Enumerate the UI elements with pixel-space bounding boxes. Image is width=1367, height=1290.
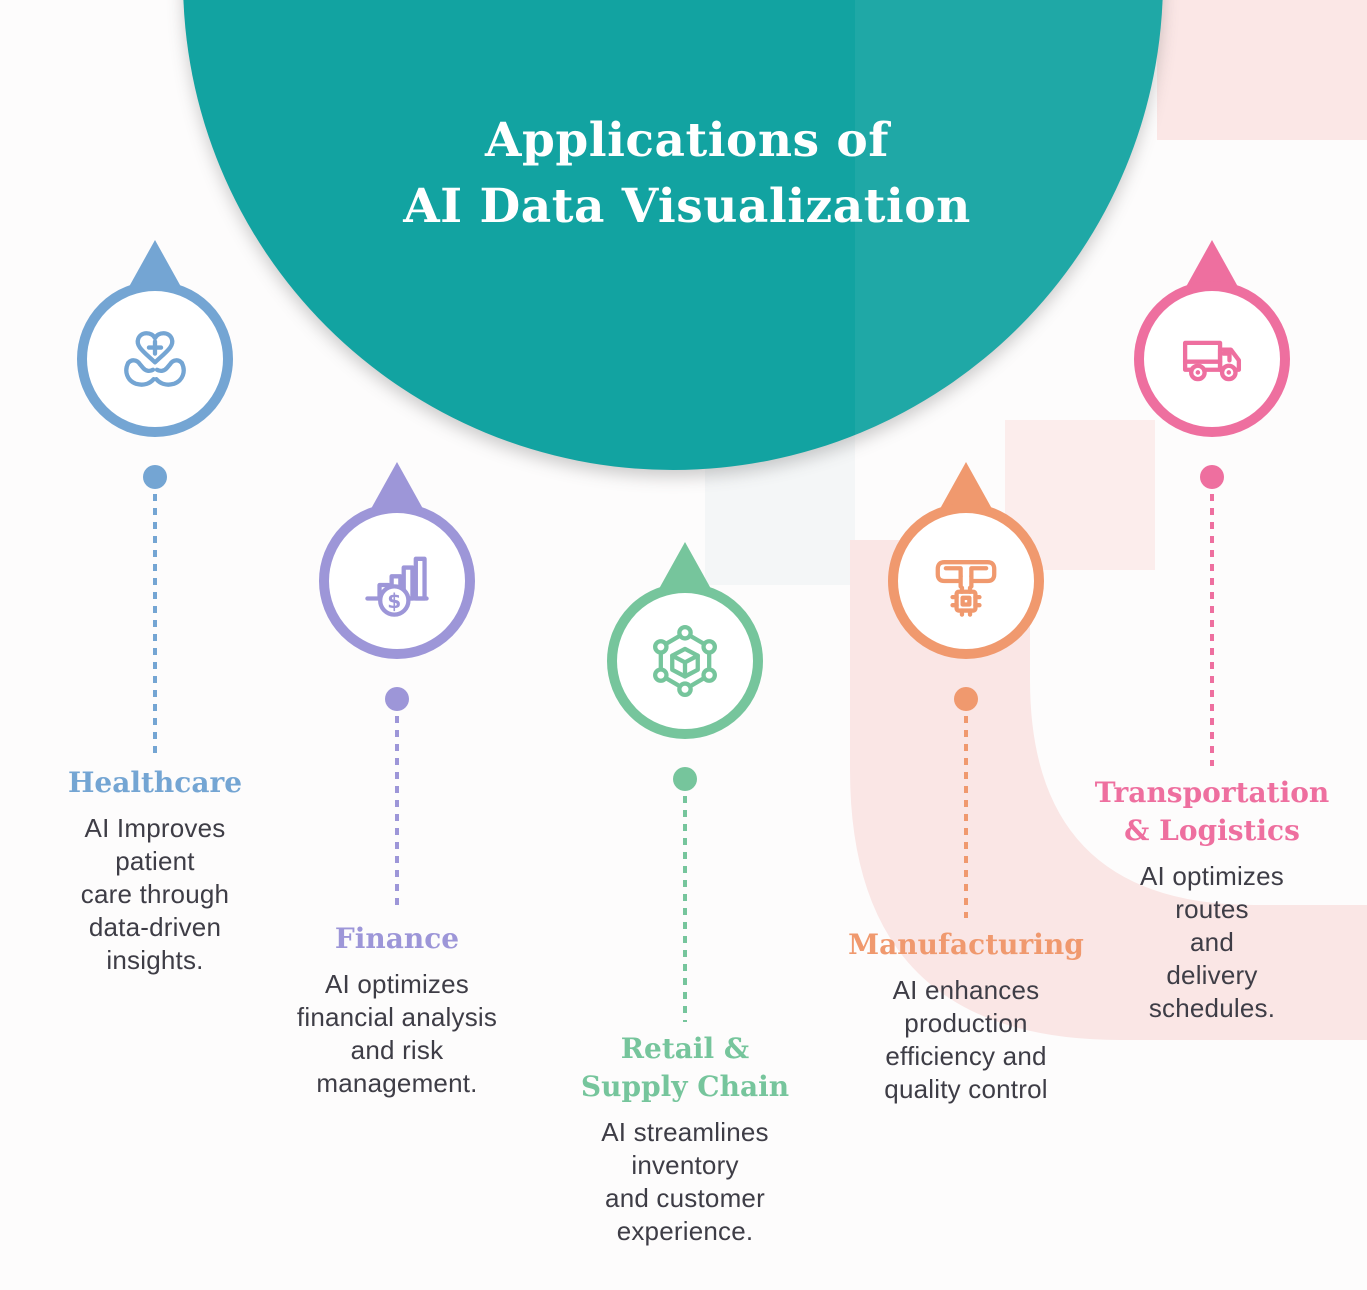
- section-description: AI streamlines inventory and customer ex…: [601, 1117, 769, 1246]
- section-healthcare: Healthcare AI Improves patient care thro…: [15, 240, 295, 977]
- connector-dashed-line: [964, 716, 968, 918]
- connector-dot: [1200, 465, 1224, 489]
- finance-icon-circle: $: [319, 503, 475, 659]
- svg-text:$: $: [387, 589, 401, 613]
- connector-dot: [143, 465, 167, 489]
- section-transportation-logistics: Transportation & Logistics AI optimizes …: [1072, 240, 1352, 1025]
- section-title: Transportation & Logistics: [1094, 776, 1330, 847]
- connector-dashed-line: [1210, 494, 1214, 766]
- section-manufacturing: Manufacturing AI enhances production eff…: [826, 462, 1106, 1106]
- section-description: AI optimizes financial analysis and risk…: [296, 969, 498, 1098]
- manufacturing-icon-circle: [888, 503, 1044, 659]
- retail-icon-circle: [607, 583, 763, 739]
- connector-dashed-line: [683, 796, 687, 1022]
- bg-square-top-right: [1157, 0, 1367, 140]
- section-title: Finance: [334, 922, 460, 955]
- robotic-machine-chip-icon: [935, 560, 997, 617]
- header-light-band: [855, 0, 1163, 470]
- growth-bars-dollar-icon: $: [365, 556, 429, 617]
- connector-dot: [385, 687, 409, 711]
- connector-dot: [954, 687, 978, 711]
- hands-holding-medical-heart-icon: [124, 331, 186, 387]
- section-retail-supply-chain: Retail & Supply Chain AI streamlines inv…: [545, 542, 825, 1248]
- network-cube-icon: [653, 624, 717, 698]
- delivery-truck-icon: [1182, 340, 1242, 382]
- section-description: AI optimizes routes and delivery schedul…: [1139, 861, 1284, 1023]
- section-description: AI Improves patient care through data-dr…: [80, 813, 230, 975]
- section-finance: $ Finance AI optimizes financial analysi…: [257, 462, 537, 1100]
- connector-dashed-line: [395, 716, 399, 912]
- bg-curved-band: [850, 540, 1367, 1040]
- connector-dot: [673, 767, 697, 791]
- transportation-icon-circle: [1134, 281, 1290, 437]
- section-title: Manufacturing: [848, 928, 1084, 961]
- page-title: Applications of AI Data Visualization: [403, 113, 971, 234]
- connector-dashed-line: [153, 494, 157, 756]
- healthcare-icon-circle: [77, 281, 233, 437]
- section-title: Retail & Supply Chain: [580, 1032, 790, 1103]
- section-title: Healthcare: [67, 766, 243, 799]
- section-description: AI enhances production efficiency and qu…: [884, 975, 1048, 1104]
